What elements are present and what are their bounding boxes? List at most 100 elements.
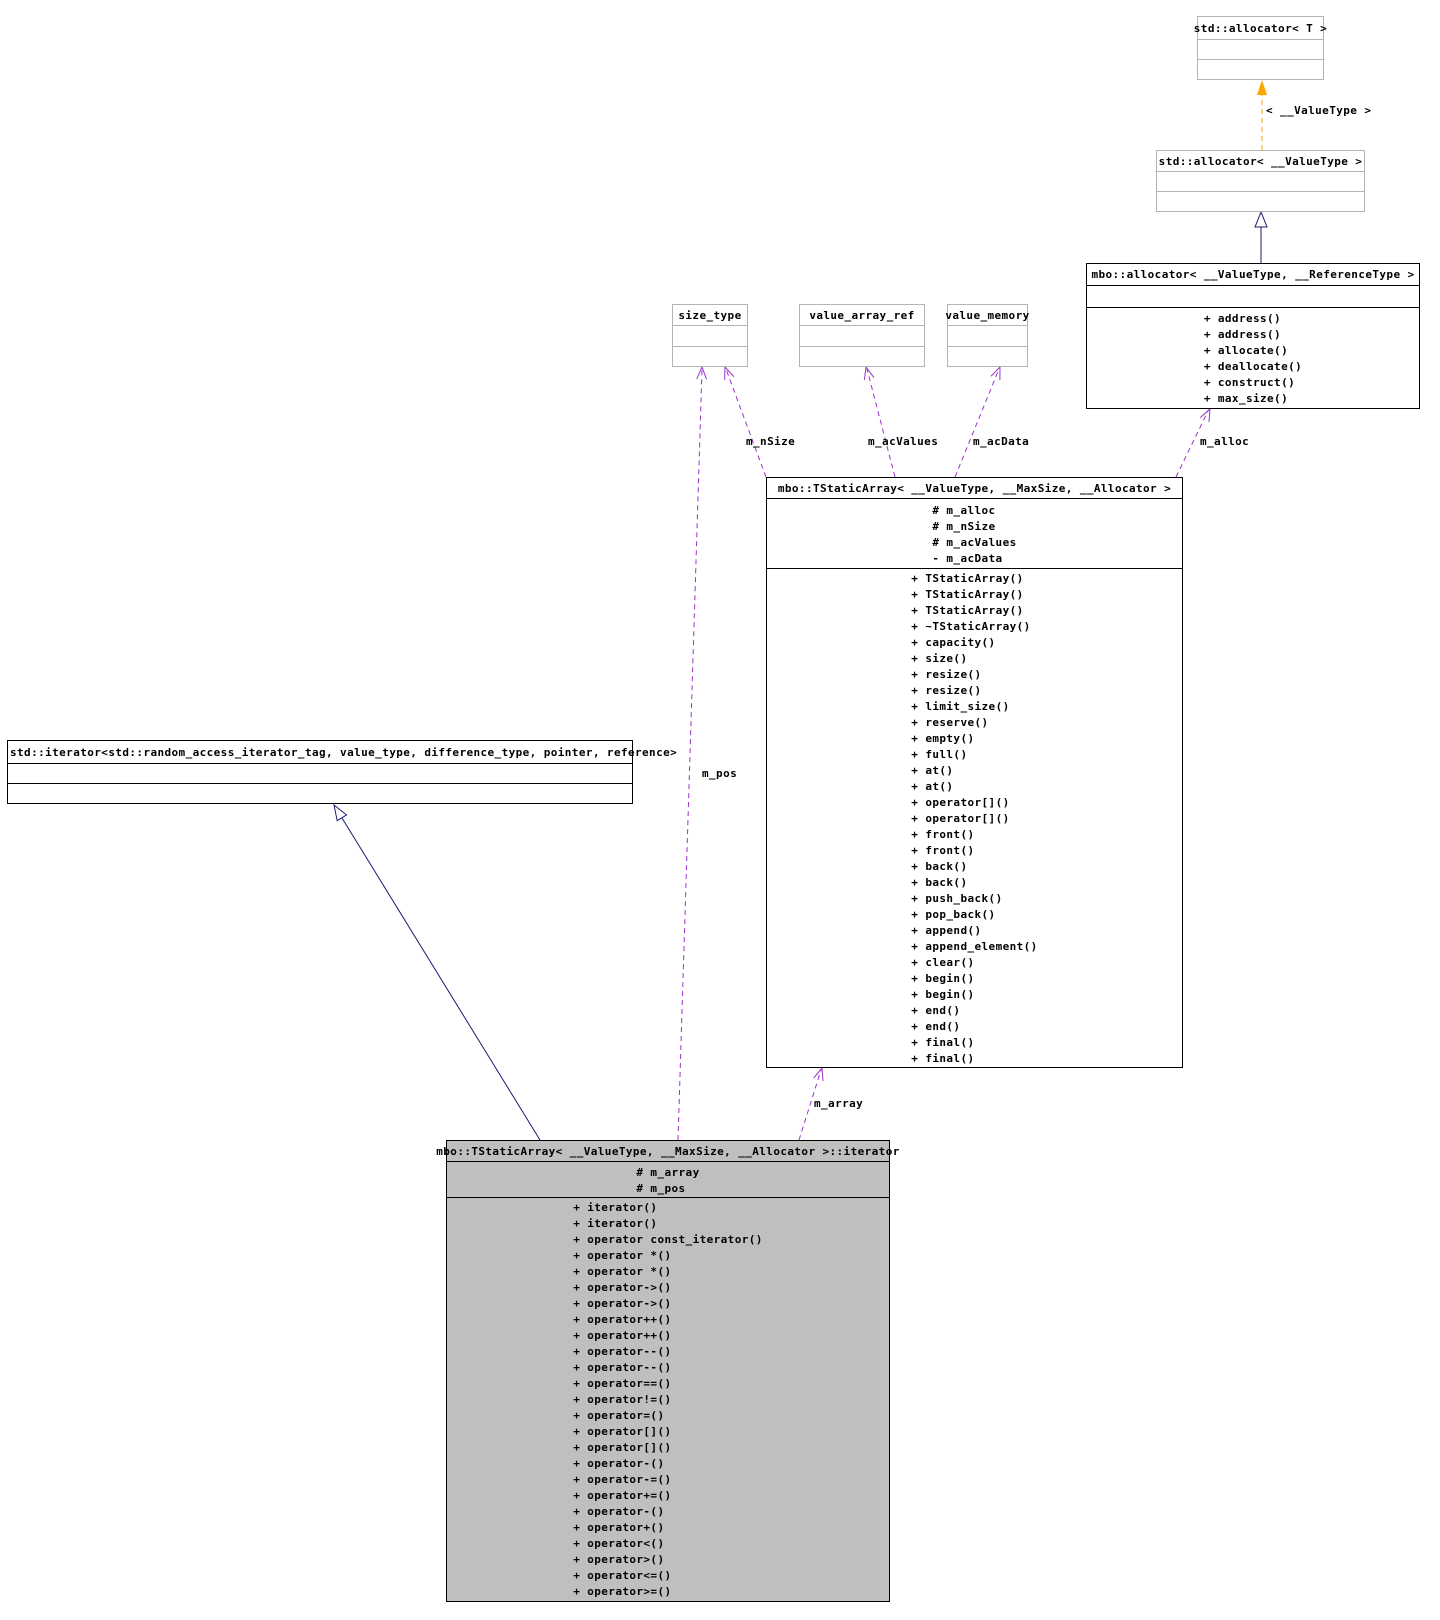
- methods-compartment: [800, 346, 924, 366]
- class-box-value-memory[interactable]: value_memory: [945, 304, 1030, 367]
- methods-compartment: + address()+ address()+ allocate()+ deal…: [1087, 307, 1419, 408]
- member-line: + capacity(): [911, 636, 996, 649]
- member-line: - m_acData: [932, 552, 1003, 565]
- member-line: + operator=(): [573, 1409, 665, 1422]
- methods-compartment: [1157, 191, 1364, 211]
- inheritance-edge-allocator: [1254, 210, 1268, 263]
- class-title: value_memory: [945, 308, 1030, 322]
- methods-list: + TStaticArray() + TStaticArray() + TStati…: [911, 571, 1037, 1067]
- member-line: + operator>=(): [573, 1585, 672, 1598]
- member-line: + operator[](): [573, 1441, 672, 1454]
- member-line: + operator!=(): [573, 1393, 672, 1406]
- class-box-tstatic-array[interactable]: mbo::TStaticArray< __ValueType, __MaxSiz…: [766, 477, 1183, 1068]
- methods-list: + iterator()+ iterator()+ operator const…: [573, 1200, 763, 1600]
- class-box-std-allocator-valuetype[interactable]: std::allocator< __ValueType >: [1156, 150, 1365, 212]
- class-title: std::allocator< T >: [1193, 21, 1328, 35]
- member-line: + construct(): [1203, 376, 1296, 389]
- class-title: size_type: [678, 308, 742, 322]
- attributes-list: # m_alloc # m_nSize # m_acValues - m_acData: [932, 503, 1016, 567]
- member-line: + limit_size(): [911, 700, 1010, 713]
- member-line: + back(): [911, 860, 968, 873]
- member-line: + deallocate(): [1203, 360, 1303, 373]
- member-line: + front(): [911, 828, 975, 841]
- methods-list: + address()+ address()+ allocate()+ deal…: [1204, 311, 1302, 407]
- member-line: # m_alloc: [932, 504, 996, 517]
- member-line: + operator-=(): [573, 1473, 672, 1486]
- member-line: + end(): [911, 1004, 961, 1017]
- methods-compartment: + iterator()+ iterator()+ operator const…: [447, 1197, 889, 1601]
- member-line: + max_size(): [1203, 392, 1289, 405]
- member-line: + resize(): [911, 684, 982, 697]
- attributes-compartment: [1087, 285, 1419, 307]
- member-line: + iterator(): [573, 1217, 658, 1230]
- attributes-compartment: [1157, 171, 1364, 191]
- member-line: + back(): [911, 876, 968, 889]
- class-box-std-allocator-t[interactable]: std::allocator< T >: [1193, 16, 1328, 80]
- attributes-list: # m_array# m_pos: [636, 1165, 699, 1197]
- member-line: + final(): [911, 1036, 975, 1049]
- member-line: + operator[](): [911, 812, 1010, 825]
- member-line: + operator==(): [573, 1377, 672, 1390]
- class-box-std-iterator[interactable]: std::iterator<std::random_access_iterato…: [7, 740, 678, 804]
- member-line: + operator+=(): [573, 1489, 672, 1502]
- member-line: + clear(): [911, 956, 975, 969]
- member-line: + operator->(): [573, 1297, 672, 1310]
- methods-compartment: [8, 783, 632, 803]
- attributes-compartment: [800, 325, 924, 346]
- methods-compartment: + TStaticArray() + TStaticArray() + TStati…: [767, 568, 1182, 1067]
- member-line: + operator[](): [911, 796, 1010, 809]
- class-box-mbo-allocator[interactable]: mbo::allocator< __ValueType, __Reference…: [1086, 263, 1420, 409]
- member-line: + address(): [1203, 328, 1282, 341]
- member-line: + operator+(): [573, 1521, 665, 1534]
- edge-m-nsize: [725, 368, 767, 478]
- member-line: + append_element(): [911, 940, 1038, 953]
- class-box-size-type[interactable]: size_type: [672, 304, 748, 367]
- class-box-value-array-ref[interactable]: value_array_ref: [799, 304, 925, 367]
- member-line: + append(): [911, 924, 982, 937]
- attributes-compartment: [948, 325, 1027, 346]
- class-box-tstatic-array-iterator[interactable]: mbo::TStaticArray< __ValueType, __MaxSiz…: [436, 1140, 899, 1602]
- member-line: + full(): [911, 748, 968, 761]
- member-line: + operator<(): [573, 1537, 665, 1550]
- edge-label-m-pos: m_pos: [702, 767, 738, 780]
- attributes-compartment: [8, 763, 632, 783]
- member-line: + ~TStaticArray(): [911, 620, 1031, 633]
- member-line: # m_acValues: [932, 536, 1017, 549]
- edge-label-template-args: < __ValueType >: [1266, 104, 1372, 117]
- edge-m-pos: [677, 368, 703, 1141]
- member-line: + begin(): [911, 988, 975, 1001]
- attributes-compartment: [1198, 39, 1323, 59]
- member-line: + operator-(): [573, 1505, 665, 1518]
- member-line: + operator *(): [573, 1249, 672, 1262]
- member-line: + empty(): [911, 732, 975, 745]
- attributes-compartment: # m_array# m_pos: [447, 1161, 889, 1197]
- member-line: + operator++(): [573, 1329, 672, 1342]
- edge-m-acdata: [954, 368, 1000, 478]
- inheritance-edge-iterator: [333, 803, 541, 1141]
- member-line: + TStaticArray(): [911, 588, 1024, 601]
- member-line: + TStaticArray(): [911, 572, 1024, 585]
- member-line: + operator>(): [573, 1553, 665, 1566]
- member-line: + end(): [911, 1020, 961, 1033]
- member-line: + TStaticArray(): [911, 604, 1024, 617]
- class-title: std::iterator<std::random_access_iterato…: [10, 745, 678, 759]
- edge-label-m-nsize: m_nSize: [746, 435, 796, 448]
- member-line: + pop_back(): [911, 908, 996, 921]
- member-line: + operator const_iterator(): [573, 1233, 763, 1246]
- member-line: + push_back(): [911, 892, 1003, 905]
- methods-compartment: [1198, 59, 1323, 79]
- member-line: + operator *(): [573, 1265, 672, 1278]
- member-line: + address(): [1203, 312, 1282, 325]
- class-title: mbo::allocator< __ValueType, __Reference…: [1091, 268, 1415, 281]
- member-line: + size(): [911, 652, 968, 665]
- class-title: mbo::TStaticArray< __ValueType, __MaxSiz…: [777, 481, 1172, 495]
- member-line: + operator++(): [573, 1313, 672, 1326]
- member-line: + operator--(): [573, 1361, 672, 1374]
- member-line: + operator--(): [573, 1345, 672, 1358]
- edge-label-m-acdata: m_acData: [973, 435, 1030, 448]
- edge-label-m-alloc: m_alloc: [1200, 435, 1250, 448]
- member-line: + at(): [911, 780, 954, 793]
- member-line: + reserve(): [911, 716, 989, 729]
- member-line: # m_nSize: [932, 520, 996, 533]
